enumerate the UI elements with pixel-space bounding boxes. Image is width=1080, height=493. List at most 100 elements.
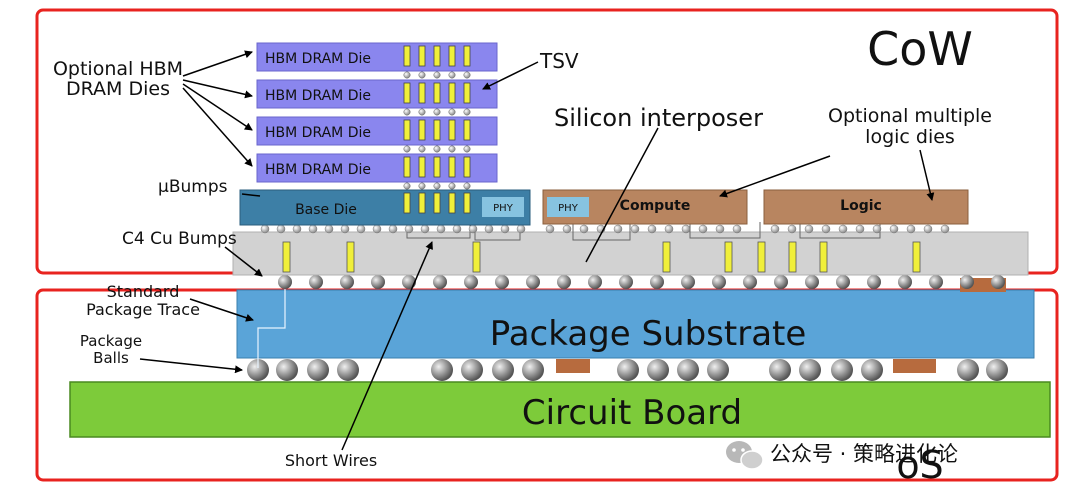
hbm-bump <box>463 182 471 190</box>
micro-bump <box>388 224 398 234</box>
c4-bump <box>712 275 726 289</box>
package-ball <box>617 359 639 381</box>
interposer-tsv <box>912 241 921 273</box>
hbm-bump <box>403 145 411 153</box>
package-ball <box>769 359 791 381</box>
interposer-tsv <box>346 241 355 273</box>
hbm-tsv <box>448 119 456 141</box>
short-wires-label: Short Wires <box>285 451 377 470</box>
c4-bump <box>743 275 757 289</box>
package-pad <box>893 359 936 373</box>
interposer-tsv <box>724 241 733 273</box>
hbm-tsv <box>448 45 456 67</box>
hbm-tsv <box>403 156 411 178</box>
wechat-icon <box>726 441 764 470</box>
micro-bump <box>340 224 350 234</box>
hbm-tsv <box>403 45 411 67</box>
micro-bump <box>906 224 916 234</box>
hbm-die-4 <box>256 153 498 183</box>
c4-bump <box>588 275 602 289</box>
hbm-bump <box>448 182 456 190</box>
hbm-tsv <box>433 192 441 214</box>
hbm-bump <box>448 71 456 79</box>
c4-bump <box>309 275 323 289</box>
c4-bump <box>960 275 974 289</box>
micro-bump <box>664 224 674 234</box>
ubumps-label: μBumps <box>158 177 228 197</box>
package-ball <box>276 359 298 381</box>
micro-bump <box>545 224 555 234</box>
hbm-tsv <box>403 119 411 141</box>
micro-bump <box>260 224 270 234</box>
hbm-bump <box>433 108 441 116</box>
hbm-die-4-label: HBM DRAM Die <box>265 162 371 178</box>
standard-package-trace <box>257 289 286 368</box>
micro-bump <box>770 224 780 234</box>
micro-bump <box>579 224 589 234</box>
hbm-bump <box>448 108 456 116</box>
tsv-label: TSV <box>539 49 579 73</box>
interposer-tsv <box>662 241 671 273</box>
interposer-tsv <box>282 241 291 273</box>
phy-right <box>547 197 589 217</box>
c4-bump <box>836 275 850 289</box>
c4-bump <box>774 275 788 289</box>
micro-bump <box>804 224 814 234</box>
package-substrate-label: Package Substrate <box>490 314 807 354</box>
hbm-bump <box>418 145 426 153</box>
phy-left-label: PHY <box>493 203 514 214</box>
micro-bump <box>698 224 708 234</box>
dram-dies-label: DRAM Dies <box>66 78 170 100</box>
micro-bump <box>613 224 623 234</box>
c4-bump <box>433 275 447 289</box>
hbm-tsv <box>418 119 426 141</box>
package-trace-label: Package Trace <box>86 300 200 319</box>
c4-bump <box>867 275 881 289</box>
micro-bump <box>372 224 382 234</box>
micro-bump <box>715 224 725 234</box>
package-ball <box>337 359 359 381</box>
micro-bump <box>276 224 286 234</box>
watermark-text: 公众号 · 策略进化论 <box>770 442 958 466</box>
package-ball <box>986 359 1008 381</box>
hbm-bump <box>433 145 441 153</box>
phy-left <box>482 197 524 217</box>
micro-bump <box>940 224 950 234</box>
silicon-interposer-label: Silicon interposer <box>554 104 763 132</box>
phy-right-label: PHY <box>558 203 579 214</box>
package-label: Package <box>80 332 142 350</box>
base-die <box>239 189 531 226</box>
c4-cu-bumps <box>278 275 1005 289</box>
package-pad <box>556 359 590 373</box>
micro-bump <box>787 224 797 234</box>
hbm-tsv <box>448 192 456 214</box>
os-label: oS <box>896 443 943 487</box>
c4-bump <box>464 275 478 289</box>
c4-bump <box>929 275 943 289</box>
cow-label: CoW <box>867 22 973 76</box>
hbm-tsv <box>403 82 411 104</box>
package-ball <box>247 359 269 381</box>
hbm-bump <box>433 71 441 79</box>
micro-bump <box>484 224 494 234</box>
package-ball <box>677 359 699 381</box>
hbm-bump <box>463 145 471 153</box>
hbm-tsv <box>448 82 456 104</box>
micro-bump <box>630 224 640 234</box>
circuit-board-label: Circuit Board <box>522 393 742 433</box>
balls-label: Balls <box>93 349 129 367</box>
interposer-tsv <box>819 241 828 273</box>
c4-bump <box>898 275 912 289</box>
optional-multiple-label: Optional multiple <box>828 105 992 127</box>
c4-bump <box>371 275 385 289</box>
package-ball <box>957 359 979 381</box>
micro-bump <box>562 224 572 234</box>
c4-bump <box>650 275 664 289</box>
hbm-bump <box>463 71 471 79</box>
c4-cu-bumps-label: C4 Cu Bumps <box>122 229 237 249</box>
package-ball <box>647 359 669 381</box>
hbm-bump <box>418 71 426 79</box>
package-ball <box>799 359 821 381</box>
hbm-tsv <box>418 192 426 214</box>
